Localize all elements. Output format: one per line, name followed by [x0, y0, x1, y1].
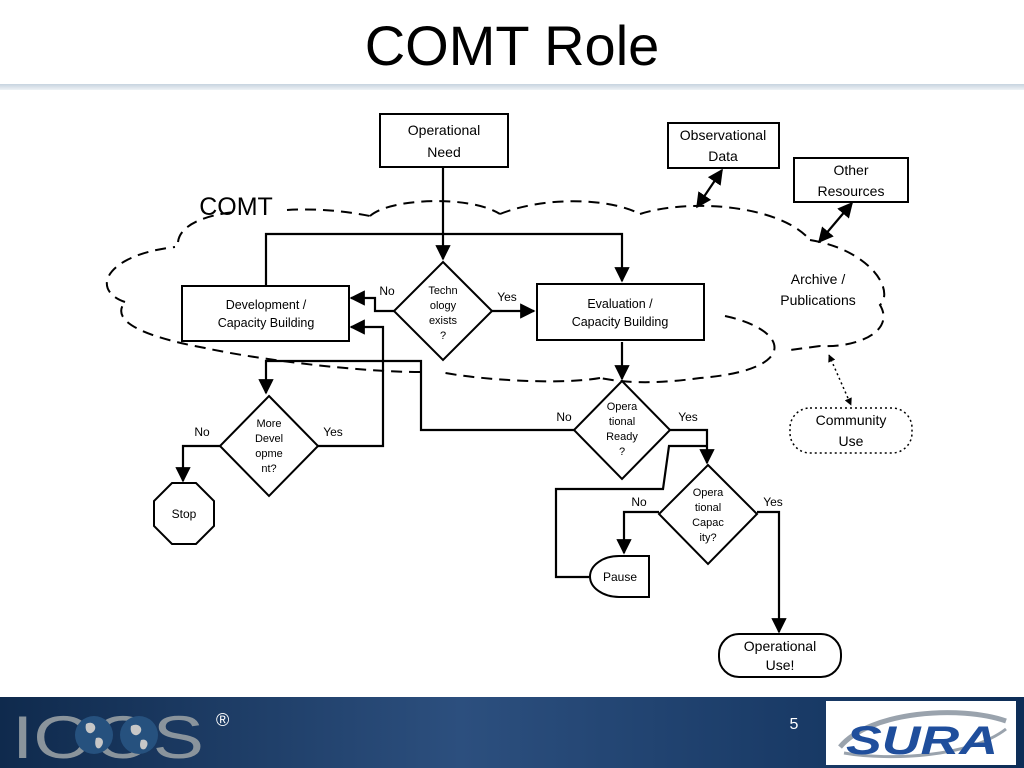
archive-label-line-1: Archive /	[791, 271, 846, 287]
connector-more-yes	[318, 319, 385, 448]
cloud-top-lobe-1	[369, 200, 501, 217]
archive-label-line-2: Publications	[780, 292, 856, 308]
decision-more-development: More Devel opme nt?	[218, 394, 320, 498]
node-operational-need-line-2: Need	[427, 144, 460, 160]
edge-label-capacity-yes: Yes	[763, 495, 783, 509]
decision-ready-line-1: Opera	[607, 401, 638, 413]
cloud-bottom-right-lobe	[599, 315, 776, 384]
terminal-operational-use-line-1: Operational	[744, 638, 816, 654]
slide-title: COMT Role	[364, 14, 660, 77]
node-observational-data: Observational Data	[667, 122, 780, 169]
edge-label-ready-yes: Yes	[678, 410, 698, 424]
cloud-top-left	[286, 208, 371, 217]
connector-ready-yes	[670, 428, 715, 465]
node-community-use-line-1: Community	[816, 412, 887, 428]
sura-logo: SURA	[838, 710, 1007, 763]
decision-technology-line-2: ology	[430, 300, 457, 312]
connector-observational-data	[696, 168, 723, 209]
edge-label-tech-no: No	[379, 284, 395, 298]
decision-ready-line-3: Ready	[606, 431, 638, 443]
decision-technology-line-4: ?	[440, 330, 446, 342]
decision-more-line-3: opme	[255, 448, 283, 460]
decision-operational-capacity: Opera tional Capac ity?	[657, 463, 759, 566]
terminal-stop-label: Stop	[172, 507, 197, 521]
decision-technology-line-3: exists	[429, 315, 458, 327]
decision-capacity-line-2: tional	[695, 502, 721, 514]
node-observational-data-line-2: Data	[708, 148, 738, 164]
edge-label-more-yes: Yes	[323, 425, 343, 439]
node-community-use: Community Use	[789, 407, 913, 454]
cloud-left-top	[177, 211, 236, 243]
comt-cloud	[106, 200, 886, 384]
connector-tech-no	[349, 290, 394, 313]
terminal-operational-use: Operational Use!	[718, 633, 842, 678]
decision-more-line-4: nt?	[261, 463, 276, 475]
cloud-label-comt: COMT	[199, 193, 273, 221]
decision-capacity-line-3: Capac	[692, 517, 724, 529]
cloud-left-lobe	[106, 246, 176, 303]
cloud-right-bottom	[789, 345, 821, 351]
comt-flowchart: Operational Need Observational Data Othe…	[106, 113, 913, 678]
cloud-bottom-left-lobe	[120, 301, 421, 373]
node-evaluation-line-2: Capacity Building	[572, 315, 669, 329]
decision-capacity-line-4: ity?	[699, 532, 716, 544]
connector-dev-to-eval-loop	[264, 232, 630, 285]
decision-operational-ready: Opera tional Ready ?	[572, 379, 672, 481]
connector-capacity-yes	[757, 510, 787, 634]
decision-capacity-line-1: Opera	[693, 487, 724, 499]
node-development-line-2: Capacity Building	[218, 316, 315, 330]
ioos-logo: IOOS ®	[12, 704, 229, 766]
connector-other-resources	[818, 201, 853, 244]
connector-ready-no	[258, 359, 574, 432]
decision-ready-line-4: ?	[619, 446, 625, 458]
node-community-use-line-2: Use	[839, 433, 864, 449]
connector-more-no	[175, 444, 220, 483]
edge-label-more-no: No	[194, 425, 210, 439]
edge-label-tech-yes: Yes	[497, 290, 517, 304]
terminal-stop: Stop	[153, 482, 215, 545]
terminal-pause: Pause	[589, 555, 650, 598]
terminal-operational-use-line-2: Use!	[766, 657, 795, 673]
node-other-resources: Other Resources	[793, 157, 909, 203]
node-observational-data-line-1: Observational	[680, 127, 766, 143]
flow-connectors	[175, 168, 853, 634]
node-operational-need-line-1: Operational	[408, 122, 480, 138]
node-other-resources-line-1: Other	[833, 162, 868, 178]
node-development-line-1: Development /	[226, 298, 307, 312]
cloud-right-lobe	[809, 239, 886, 348]
edge-label-ready-no: No	[556, 410, 572, 424]
connector-pause-loop	[554, 444, 707, 579]
title-divider	[0, 84, 1024, 90]
terminal-pause-label: Pause	[603, 570, 637, 584]
node-evaluation: Evaluation / Capacity Building	[536, 283, 705, 341]
cloud-top-lobe-2	[499, 200, 641, 215]
registered-mark: ®	[216, 710, 229, 730]
decision-more-line-1: More	[256, 418, 281, 430]
connector-community-use	[828, 354, 852, 406]
decision-more-line-2: Devel	[255, 433, 283, 445]
cloud-bottom-middle	[439, 371, 601, 383]
cloud-top-lobe-3	[639, 204, 811, 241]
decision-ready-line-2: tional	[609, 416, 635, 428]
globe-icon	[75, 716, 113, 754]
edge-label-capacity-no: No	[631, 495, 647, 509]
connector-capacity-no	[616, 510, 659, 555]
decision-technology-exists: Techn ology exists ?	[392, 260, 494, 362]
sura-logo-text: SURA	[846, 719, 998, 763]
node-evaluation-line-1: Evaluation /	[587, 297, 653, 311]
node-operational-need: Operational Need	[379, 113, 509, 168]
decision-technology-line-1: Techn	[428, 285, 457, 297]
node-other-resources-line-2: Resources	[818, 183, 885, 199]
globe-icon	[120, 716, 158, 754]
node-development: Development / Capacity Building	[181, 285, 350, 342]
page-number: 5	[789, 716, 799, 733]
